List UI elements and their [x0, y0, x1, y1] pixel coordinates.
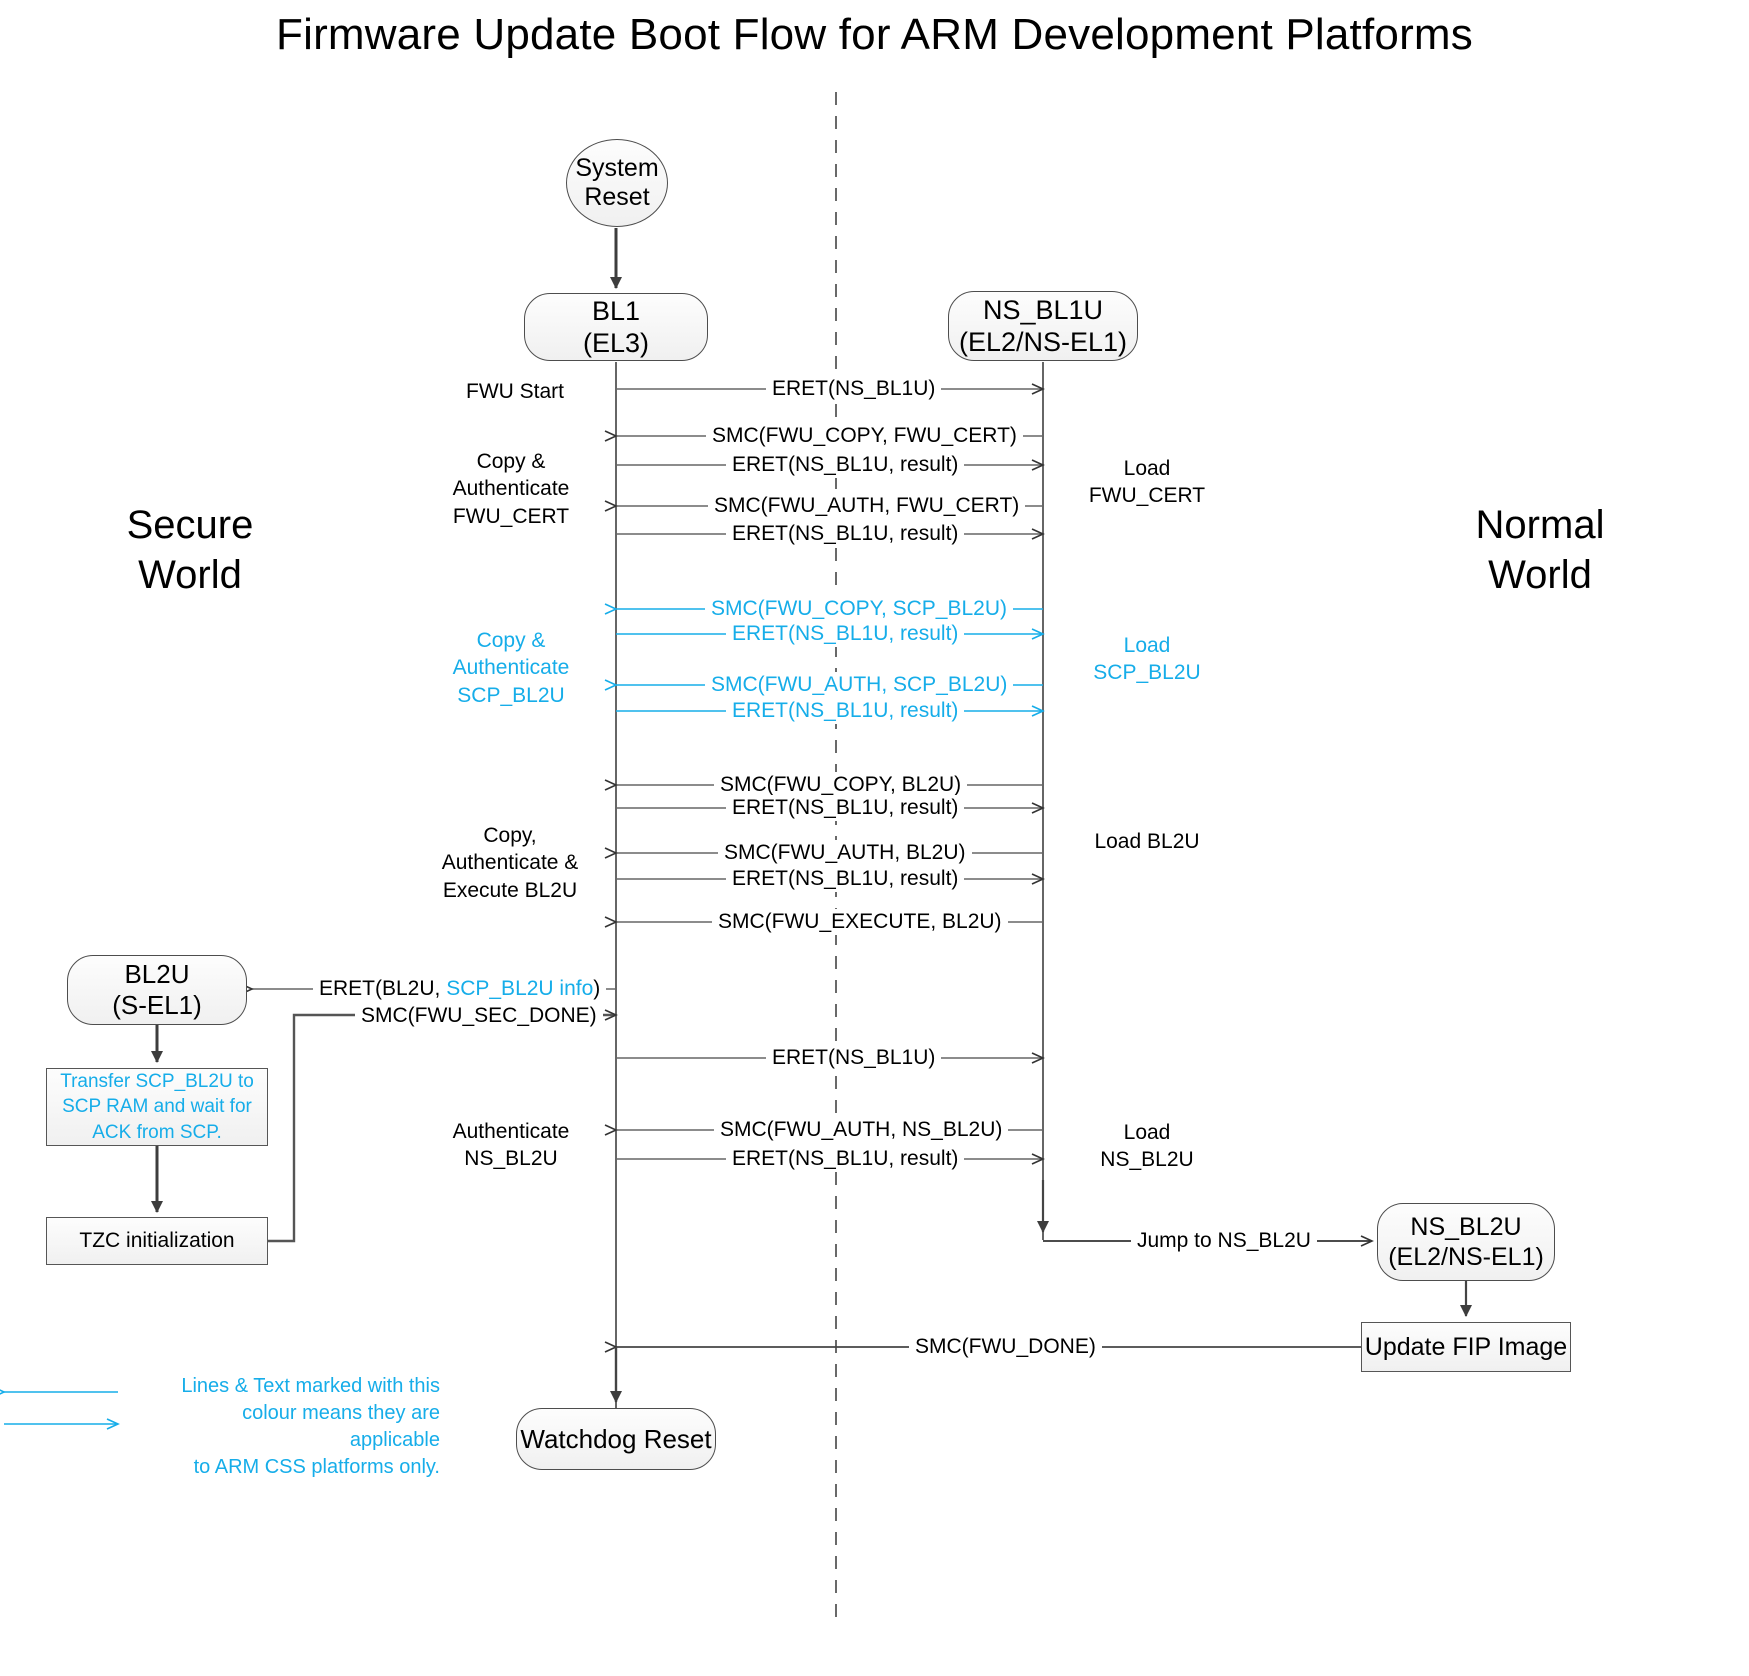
msg-label-m14: SMC(FWU_EXECUTE, BL2U): [712, 909, 1008, 936]
node-bl2u-line2: (S-EL1): [112, 990, 202, 1020]
load-fwu-cert-line1: Load: [1123, 457, 1171, 480]
msg-label-m12: SMC(FWU_AUTH, BL2U): [718, 840, 972, 867]
normal-world-line1: Normal: [1475, 503, 1605, 547]
msg-label-m9: ERET(NS_BL1U, result): [726, 698, 965, 725]
copy-auth-cert-line1: Copy &: [476, 450, 546, 473]
msg-label-m13: ERET(NS_BL1U, result): [726, 866, 965, 893]
normal-world-line2: World: [1488, 553, 1592, 597]
msg-label-m17: SMC(FWU_AUTH, NS_BL2U): [714, 1117, 1009, 1144]
load-fwu-cert-line2: FWU_CERT: [1088, 484, 1206, 508]
msg-label-m5: ERET(NS_BL1U, result): [726, 521, 965, 548]
side-label-copy-auth-fwu-cert: Copy & Authenticate FWU_CERT: [430, 448, 592, 530]
msg-label-m7: ERET(NS_BL1U, result): [726, 621, 965, 648]
node-bl2u[interactable]: BL2U (S-EL1): [67, 955, 247, 1025]
load-ns-bl2u-line2: NS_BL2U: [1100, 1148, 1194, 1172]
msg-label-m10: SMC(FWU_COPY, BL2U): [714, 772, 968, 799]
msg-label-m3: ERET(NS_BL1U, result): [726, 452, 965, 479]
node-ns-bl1u-line2: (EL2/NS-EL1): [958, 327, 1128, 357]
side-label-copy-auth-scp-bl2u: Copy & Authenticate SCP_BL2U: [430, 627, 592, 709]
node-ns-bl2u-line1: NS_BL2U: [1410, 1213, 1522, 1241]
side-label-load-bl2u: Load BL2U: [1094, 830, 1200, 853]
msg-label-m18: ERET(NS_BL1U, result): [726, 1146, 965, 1173]
node-tzc-label: TZC initialization: [79, 1229, 235, 1252]
node-ns-bl2u[interactable]: NS_BL2U (EL2/NS-EL1): [1377, 1203, 1555, 1281]
msg-label-m19: Jump to NS_BL2U: [1131, 1228, 1317, 1255]
node-bl1-line2: (EL3): [582, 328, 650, 358]
side-label-load-ns-bl2u: Load NS_BL2U: [1062, 1119, 1232, 1174]
msg-label-m15: SMC(FWU_SEC_DONE): [355, 1003, 603, 1030]
node-ns-bl1u[interactable]: NS_BL1U (EL2/NS-EL1): [948, 291, 1138, 361]
eret-bl2u-suffix: ): [593, 977, 601, 1000]
node-ns-bl1u-line1: NS_BL1U: [982, 294, 1104, 325]
copy-auth-exec-line3: Execute BL2U: [442, 878, 578, 902]
eret-bl2u-cyan-part: SCP_BL2U info: [446, 977, 594, 1000]
legend-line2: colour means they are applicable: [242, 1402, 440, 1451]
msg-label-eret-bl2u: ERET(BL2U, SCP_BL2U info): [313, 976, 607, 1003]
side-label-fwu-start: FWU Start: [466, 380, 564, 403]
msg-label-m6: SMC(FWU_COPY, SCP_BL2U): [705, 596, 1014, 623]
node-update-fip-image[interactable]: Update FIP Image: [1361, 1322, 1571, 1372]
copy-auth-cert-line3: FWU_CERT: [452, 504, 570, 528]
copy-auth-scp-line1: Copy &: [476, 629, 546, 652]
copy-auth-exec-line2: Authenticate &: [441, 851, 579, 875]
node-bl1-line1: BL1: [591, 295, 641, 326]
auth-ns-bl2u-line2: NS_BL2U: [464, 1147, 558, 1171]
auth-ns-bl2u-line1: Authenticate: [452, 1120, 570, 1143]
node-bl1[interactable]: BL1 (EL3): [524, 293, 708, 361]
secure-world-label: Secure World: [60, 500, 320, 600]
side-label-load-fwu-cert: Load FWU_CERT: [1062, 455, 1232, 510]
msg-label-m4: SMC(FWU_AUTH, FWU_CERT): [708, 493, 1026, 520]
node-system-reset[interactable]: System Reset: [566, 139, 668, 227]
node-system-reset-line1: System: [575, 154, 659, 183]
side-label-copy-auth-exec-bl2u: Copy, Authenticate & Execute BL2U: [420, 822, 600, 904]
node-tzc-initialization[interactable]: TZC initialization: [46, 1217, 268, 1265]
msg-label-m11: ERET(NS_BL1U, result): [726, 795, 965, 822]
msg-label-m20: SMC(FWU_DONE): [909, 1334, 1102, 1361]
node-transfer-scp-bl2u[interactable]: Transfer SCP_BL2U to SCP RAM and wait fo…: [46, 1068, 268, 1146]
copy-auth-scp-line3: SCP_BL2U: [457, 683, 565, 707]
node-bl2u-line1: BL2U: [124, 958, 190, 989]
msg-label-m8: SMC(FWU_AUTH, SCP_BL2U): [705, 672, 1014, 699]
node-transfer-line3: ACK from SCP.: [92, 1121, 222, 1143]
msg-label-m1: ERET(NS_BL1U): [766, 376, 942, 403]
copy-auth-exec-line1: Copy,: [483, 824, 537, 847]
copy-auth-scp-line2: Authenticate: [452, 656, 570, 680]
node-watchdog-reset[interactable]: Watchdog Reset: [516, 1408, 716, 1470]
load-ns-bl2u-line1: Load: [1123, 1121, 1171, 1144]
node-transfer-line1: Transfer SCP_BL2U to: [60, 1070, 254, 1092]
normal-world-label: Normal World: [1400, 500, 1680, 600]
copy-auth-cert-line2: Authenticate: [452, 477, 570, 501]
node-update-fip-label: Update FIP Image: [1364, 1332, 1568, 1361]
page-title: Firmware Update Boot Flow for ARM Develo…: [276, 10, 1473, 59]
node-system-reset-line2: Reset: [584, 183, 650, 211]
eret-bl2u-prefix: ERET(BL2U,: [319, 977, 447, 1000]
secure-world-line2: World: [138, 553, 242, 597]
legend-line1: Lines & Text marked with this: [181, 1375, 440, 1397]
secure-world-line1: Secure: [126, 503, 254, 547]
side-label-load-scp-bl2u: Load SCP_BL2U: [1062, 632, 1232, 687]
legend-text: Lines & Text marked with this colour mea…: [150, 1373, 440, 1481]
node-ns-bl2u-line2: (EL2/NS-EL1): [1388, 1243, 1544, 1271]
load-scp-bl2u-line1: Load: [1123, 634, 1171, 657]
node-watchdog-label: Watchdog Reset: [520, 1423, 712, 1454]
side-label-authenticate-ns-bl2u: Authenticate NS_BL2U: [430, 1118, 592, 1173]
load-scp-bl2u-line2: SCP_BL2U: [1093, 661, 1201, 685]
node-transfer-line2: SCP RAM and wait for: [62, 1096, 252, 1118]
msg-label-m2: SMC(FWU_COPY, FWU_CERT): [706, 423, 1023, 450]
legend-line3: to ARM CSS platforms only.: [193, 1456, 440, 1478]
msg-label-m16: ERET(NS_BL1U): [766, 1045, 942, 1072]
